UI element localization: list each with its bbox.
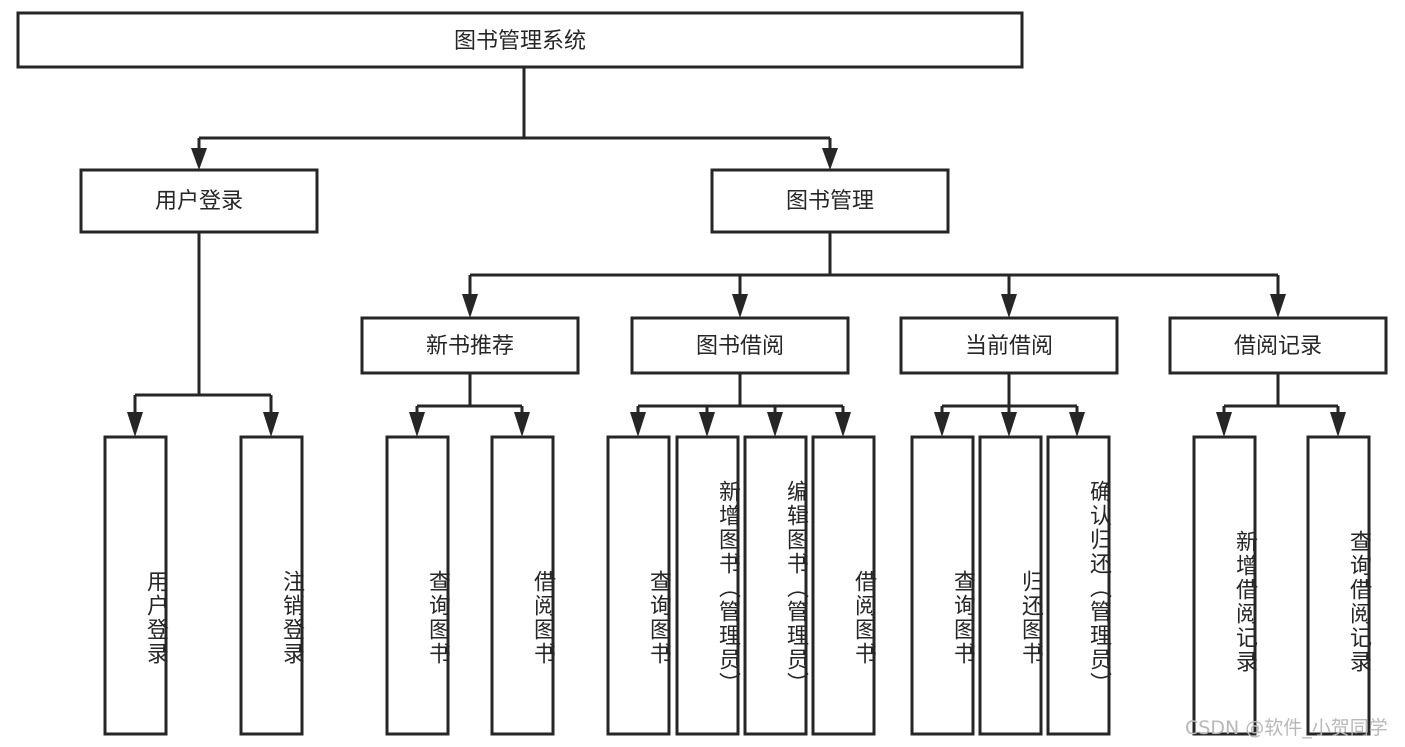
arrow-head-leaf-return-book xyxy=(1001,412,1017,437)
arrow-head-book-management xyxy=(822,148,838,170)
node-leaf-confirm-return-box[interactable] xyxy=(1046,435,1111,736)
arrow-head-leaf-query-book-3 xyxy=(934,412,950,437)
node-book-borrow-label: 图书借阅 xyxy=(696,334,784,359)
arrow-head-leaf-borrow-book-1 xyxy=(514,412,530,437)
arrow-head-current-borrow xyxy=(1001,294,1017,318)
node-leaf-borrow-book-2-box[interactable] xyxy=(811,435,876,736)
connectors-current-borrow-to-leaves xyxy=(934,373,1085,437)
node-new-book-recommend[interactable]: 新书推荐 xyxy=(360,316,580,375)
node-leaf-query-record-box[interactable] xyxy=(1306,435,1371,736)
node-root[interactable]: 图书管理系统 xyxy=(16,11,1024,69)
node-leaf-add-record-box[interactable] xyxy=(1192,435,1257,736)
connectors-new-book-recommend-to-leaves xyxy=(409,373,530,437)
leaf-boxes xyxy=(103,435,1371,736)
node-current-borrow[interactable]: 当前借阅 xyxy=(899,316,1119,375)
node-leaf-user-login-box[interactable] xyxy=(103,435,168,736)
arrow-head-leaf-query-book-1 xyxy=(409,412,425,437)
arrow-head-leaf-user-login xyxy=(127,412,143,437)
node-new-book-recommend-box[interactable] xyxy=(360,316,580,375)
node-leaf-borrow-book-1-box[interactable] xyxy=(490,435,555,736)
arrow-head-leaf-logout-login xyxy=(263,412,279,437)
node-borrow-record-box[interactable] xyxy=(1168,316,1388,375)
connectors-book-borrow-to-leaves xyxy=(630,373,851,437)
node-current-borrow-label: 当前借阅 xyxy=(965,334,1053,359)
connectors-borrow-record-to-leaves xyxy=(1216,373,1346,437)
node-book-management-label: 图书管理 xyxy=(786,189,874,214)
arrow-head-user-login xyxy=(191,148,207,170)
connectors-user-login-to-leaves xyxy=(127,232,279,437)
arrow-head-leaf-borrow-book-2 xyxy=(835,412,851,437)
node-leaf-query-book-1-box[interactable] xyxy=(385,435,450,736)
node-root-box[interactable] xyxy=(16,11,1024,69)
node-current-borrow-box[interactable] xyxy=(899,316,1119,375)
node-book-borrow[interactable]: 图书借阅 xyxy=(630,316,850,375)
node-root-label: 图书管理系统 xyxy=(454,29,586,54)
node-new-book-recommend-label: 新书推荐 xyxy=(426,334,514,359)
arrow-head-borrow-record xyxy=(1270,294,1286,318)
node-borrow-record[interactable]: 借阅记录 xyxy=(1168,316,1388,375)
node-borrow-record-label: 借阅记录 xyxy=(1234,334,1322,359)
arrow-head-leaf-add-record xyxy=(1216,412,1232,437)
node-leaf-add-book-box[interactable] xyxy=(675,435,740,736)
node-book-management[interactable]: 图书管理 xyxy=(710,168,950,234)
connectors-book-management-to-level3 xyxy=(462,232,1286,318)
arrow-head-leaf-confirm-return xyxy=(1069,412,1085,437)
node-leaf-query-book-3-box[interactable] xyxy=(910,435,975,736)
node-user-login-label: 用户登录 xyxy=(155,189,243,214)
node-leaf-edit-book-box[interactable] xyxy=(743,435,808,736)
node-leaf-query-book-2-box[interactable] xyxy=(606,435,671,736)
arrow-head-leaf-add-book xyxy=(699,412,715,437)
node-leaf-return-book-box[interactable] xyxy=(978,435,1043,736)
csdn-watermark: CSDN @软件_小贺同学 xyxy=(1185,717,1388,739)
node-book-borrow-box[interactable] xyxy=(630,316,850,375)
arrow-head-leaf-query-book-2 xyxy=(630,412,646,437)
node-user-login[interactable]: 用户登录 xyxy=(79,168,319,234)
arrow-head-new-book-recommend xyxy=(462,294,478,318)
node-leaf-logout-login-box[interactable] xyxy=(239,435,304,736)
arrow-head-book-borrow xyxy=(732,294,748,318)
node-book-management-box[interactable] xyxy=(710,168,950,234)
connectors-root-to-level2 xyxy=(191,67,838,170)
arrow-head-leaf-edit-book xyxy=(767,412,783,437)
node-user-login-box[interactable] xyxy=(79,168,319,234)
arrow-head-leaf-query-record xyxy=(1330,412,1346,437)
